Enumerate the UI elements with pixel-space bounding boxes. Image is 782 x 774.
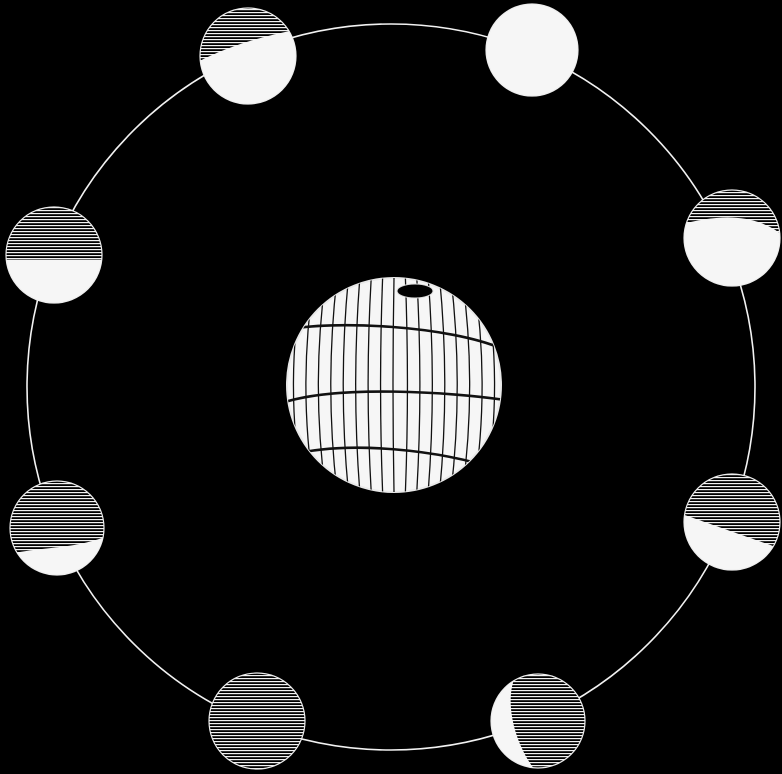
moon-icon: [6, 207, 102, 303]
moon-icon: [209, 673, 305, 769]
moon-icon: [491, 674, 585, 768]
moon-shadow: [6, 207, 102, 260]
moon-icon: [200, 8, 296, 104]
moon-icon: [10, 481, 104, 575]
earth-globe: [281, 278, 507, 492]
moon-icon: [684, 190, 780, 286]
moon-icon: [486, 4, 578, 96]
moon-icon: [684, 474, 780, 570]
